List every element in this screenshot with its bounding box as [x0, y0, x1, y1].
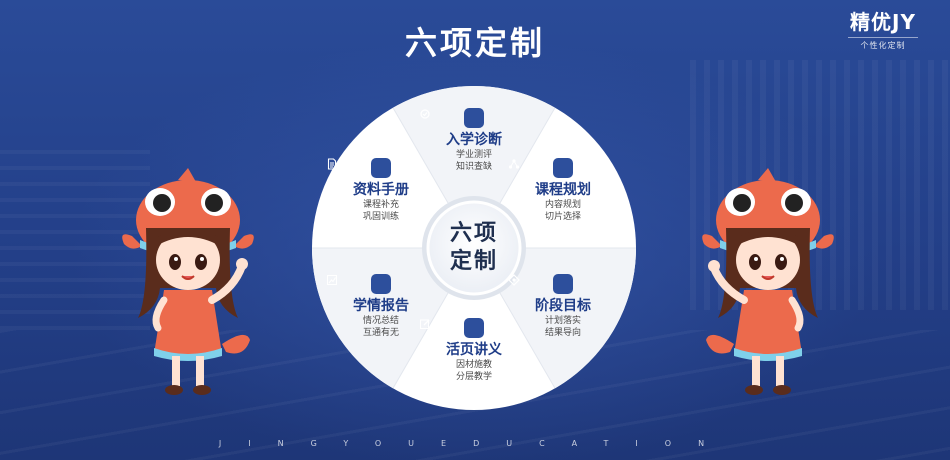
segment-line: 分层教学 [455, 372, 492, 382]
sector-report [312, 248, 474, 389]
center-line-1: 六项 [449, 221, 498, 246]
mascot-right [702, 168, 834, 395]
document-icon [327, 158, 391, 178]
footer-brand-text: JINGYOUEDUCATION [218, 439, 732, 448]
center-line-2: 定制 [449, 249, 498, 274]
page-title: 六项定制 [404, 24, 545, 62]
edit-icon [419, 318, 484, 338]
six-customization-wheel: 六项 定制 入学诊断 学业测评 知识查缺 课程规划 内容规划 切片选择 阶段目标… [312, 86, 636, 410]
wheel-center-label: 六项 定制 [312, 220, 636, 276]
segment-line: 结果导向 [544, 328, 581, 338]
segment-line: 计划落实 [544, 316, 581, 326]
segment-manual: 资料手册 课程补充 巩固训练 [326, 158, 436, 223]
segment-loose: 活页讲义 因材施教 分层教学 [419, 318, 529, 383]
segment-line: 情况总结 [362, 316, 399, 326]
diagnosis-icon [420, 108, 484, 128]
segment-goal: 阶段目标 计划落实 结果导向 [508, 274, 618, 339]
logo-text: 精优JY [850, 10, 916, 34]
segment-line: 互通有无 [362, 328, 399, 338]
segment-line: 课程补充 [362, 200, 399, 210]
segment-title: 入学诊断 [446, 132, 502, 148]
sector-diagnosis [393, 86, 555, 248]
segment-title: 学情报告 [353, 298, 409, 314]
segment-line: 切片选择 [544, 212, 581, 222]
segment-diagnosis: 入学诊断 学业测评 知识查缺 [419, 108, 529, 173]
segment-line: 因材施教 [455, 360, 492, 370]
segment-course: 课程规划 内容规划 切片选择 [508, 158, 618, 223]
segment-title: 阶段目标 [535, 298, 591, 314]
segment-line: 知识查缺 [455, 162, 492, 172]
segment-line: 巩固训练 [362, 212, 399, 222]
sector-goal [474, 248, 636, 389]
segment-line: 学业测评 [455, 150, 492, 160]
brand-logo: 精优JY 个性化定制 [838, 10, 928, 52]
target-icon [508, 274, 573, 294]
logo-subtitle: 个性化定制 [848, 37, 918, 51]
segment-title: 课程规划 [535, 182, 591, 198]
segment-report: 学情报告 情况总结 互通有无 [326, 274, 436, 339]
chart-icon [326, 274, 391, 294]
network-icon [508, 158, 573, 178]
mascot-left [122, 168, 254, 395]
segment-title: 活页讲义 [446, 342, 502, 358]
segment-line: 内容规划 [544, 200, 581, 210]
segment-title: 资料手册 [353, 182, 409, 198]
